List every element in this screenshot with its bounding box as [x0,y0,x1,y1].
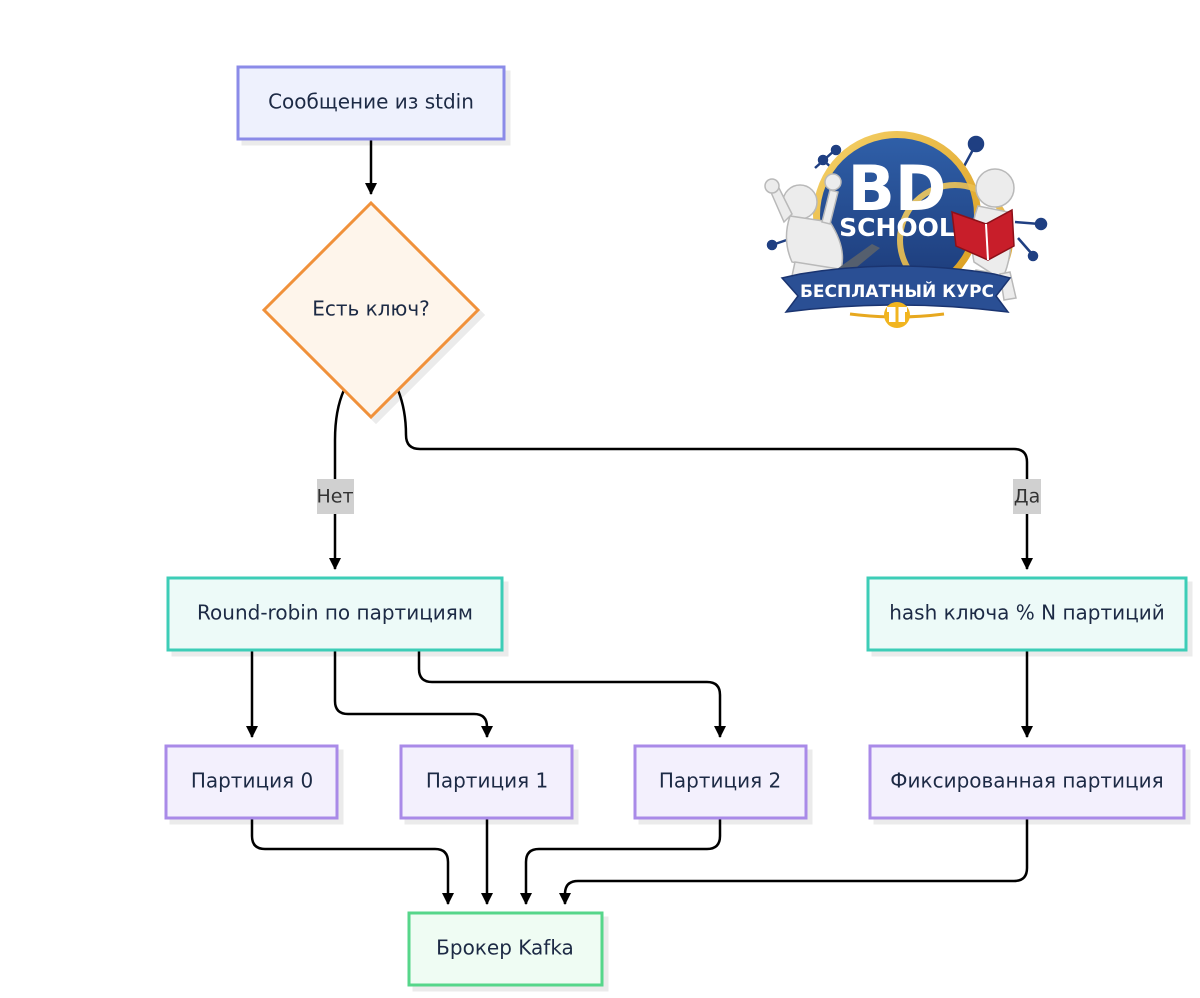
node-fixed-partition: Фиксированная партиция [868,744,1186,820]
node-partition-0: Партиция 0 [164,744,339,820]
edge-rr-to-p2 [417,650,726,738]
edge-rr-to-p1 [333,650,493,738]
node-fixed-partition-label: Фиксированная партиция [890,769,1163,793]
node-partition-0-label: Партиция 0 [191,769,313,793]
logo-ribbon [780,265,1012,313]
node-hash-key-label: hash ключа % N партиций [889,601,1164,625]
logo-small-text: SCHOOL [839,213,955,242]
node-partition-2: Партиция 2 [633,744,808,820]
edge-p0-to-broker [250,818,454,905]
edge-label-no-text: Нет [316,486,353,508]
logo-ribbon-text: БЕСПЛАТНЫЙ КУРС [800,280,994,302]
node-kafka-broker: Брокер Kafka [407,911,604,987]
edges [246,140,1033,905]
node-kafka-broker-label: Брокер Kafka [436,936,574,960]
logo-big-text: BD [848,152,947,225]
node-has-key-label: Есть ключ? [312,297,430,321]
edge-label-yes-text: Да [1014,486,1041,508]
figure-left-icon [764,173,846,283]
node-round-robin-label: Round-robin по партициям [197,601,473,625]
edge-label-no: Нет [316,479,354,514]
edge-yes [396,389,1033,570]
edge-fixed-to-broker [559,818,1029,905]
node-partition-1-label: Партиция 1 [426,769,548,793]
edge-label-yes: Да [1013,479,1041,514]
node-stdin-message-label: Сообщение из stdin [268,90,474,114]
node-has-key-decision: Есть ключ? [261,200,481,420]
node-partition-1: Партиция 1 [399,744,574,820]
node-partition-2-label: Партиция 2 [659,769,781,793]
node-hash-key: hash ключа % N партиций [866,576,1188,652]
edge-no [329,389,346,570]
node-stdin-message: Сообщение из stdin [236,65,506,141]
bd-school-logo: BD SCHOOL БЕСПЛАТНЫЙ КУРС [764,131,1048,328]
node-round-robin: Round-robin по партициям [166,576,504,652]
edge-p2-to-broker [520,818,722,905]
gift-icon [884,302,910,328]
